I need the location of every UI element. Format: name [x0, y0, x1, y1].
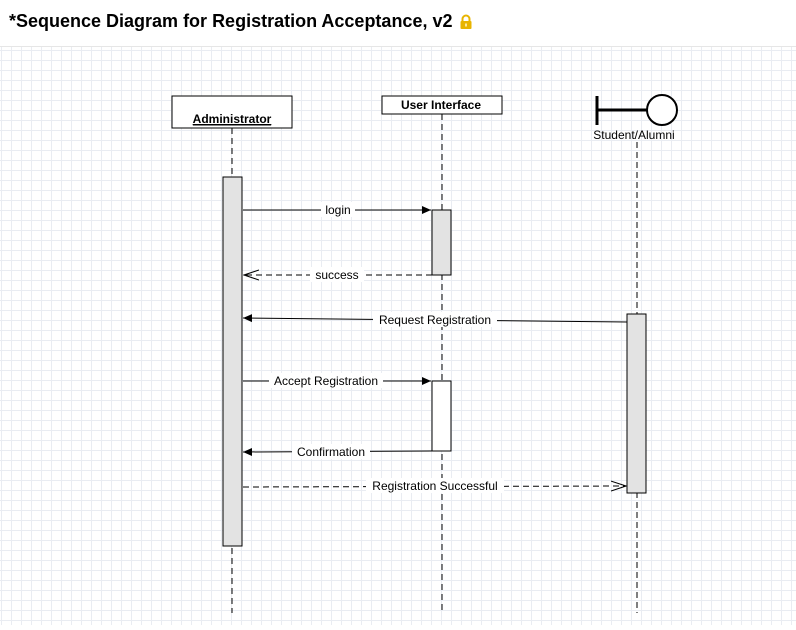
sequence-diagram[interactable]: Administrator User Interface Student/Alu… [0, 47, 796, 625]
message-request-registration[interactable]: Request Registration [242, 312, 628, 327]
participant-user-interface[interactable]: User Interface [381, 95, 503, 115]
message-success[interactable]: success [244, 267, 432, 282]
message-accept-registration-label: Accept Registration [274, 374, 378, 388]
diagram-title-text: *Sequence Diagram for Registration Accep… [9, 11, 453, 31]
message-accept-registration[interactable]: Accept Registration [243, 373, 431, 388]
participant-administrator[interactable]: Administrator [171, 95, 293, 129]
activation-student-alumni[interactable] [626, 313, 647, 494]
message-success-label: success [315, 268, 358, 282]
message-login-label: login [325, 203, 350, 217]
activation-administrator[interactable] [222, 176, 243, 547]
lock-icon[interactable] [458, 14, 474, 30]
participant-administrator-label: Administrator [193, 112, 272, 126]
message-request-registration-label: Request Registration [379, 313, 491, 327]
activation-user-interface-login[interactable] [431, 209, 452, 276]
diagram-title: *Sequence Diagram for Registration Accep… [9, 11, 474, 32]
title-bar: *Sequence Diagram for Registration Accep… [0, 0, 796, 47]
message-confirmation-label: Confirmation [297, 445, 365, 459]
participant-student-alumni-label: Student/Alumni [593, 128, 674, 142]
participant-student-alumni[interactable]: Student/Alumni [593, 94, 678, 142]
participant-user-interface-label: User Interface [401, 98, 481, 112]
boundary-icon [595, 94, 678, 126]
message-registration-successful[interactable]: Registration Successful [242, 478, 626, 493]
message-registration-successful-label: Registration Successful [372, 479, 497, 493]
message-login[interactable]: login [243, 202, 431, 217]
diagram-canvas[interactable]: Administrator User Interface Student/Alu… [0, 47, 796, 625]
activation-user-interface-accept[interactable] [431, 380, 452, 452]
message-confirmation[interactable]: Confirmation [242, 444, 433, 459]
